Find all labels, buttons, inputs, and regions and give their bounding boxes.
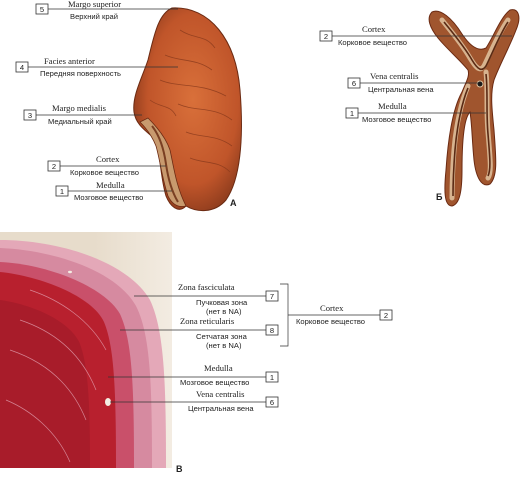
- label-russian: Центральная вена: [188, 404, 254, 413]
- label-latin: Zona reticularis: [180, 316, 235, 326]
- gland-a-surface: [133, 7, 242, 211]
- label-latin: Vena centralis: [196, 389, 245, 399]
- label-russian: Мозговое вещество: [180, 378, 249, 387]
- gland-a-cortex-cut: [139, 117, 187, 207]
- gland-b-central-vein: [476, 80, 484, 88]
- gland-b-medulla: [443, 21, 509, 197]
- panel-v-cortex-bracket: 2 Cortex Корковое вещество: [280, 283, 393, 347]
- panel-v-label-6: Vena centralis 6 Центральная вена: [110, 389, 279, 413]
- label-number: 8: [270, 326, 274, 335]
- label-note: (нет в NA): [206, 307, 242, 316]
- panel-a-label-2: 2 Cortex Корковое вещество: [47, 154, 166, 177]
- label-number: 6: [270, 398, 274, 407]
- label-latin: Facies anterior: [44, 56, 95, 66]
- panel-letter-v: В: [176, 464, 183, 474]
- label-note: (нет в NA): [206, 341, 242, 350]
- label-latin: Medulla: [96, 180, 125, 190]
- label-number: 4: [20, 63, 24, 72]
- panel-a-label-5: 5 Margo superior Верхний край: [35, 0, 178, 21]
- gland-b-cortex: [428, 9, 520, 207]
- label-russian: Корковое вещество: [70, 168, 139, 177]
- gland-a-wrinkles: [149, 29, 233, 173]
- panel-a-label-4: 4 Facies anterior Передняя поверхность: [15, 56, 178, 78]
- panel-v-label-1: Medulla 1 Мозговое вещество: [108, 363, 279, 387]
- label-number: 1: [350, 109, 354, 118]
- label-latin: Medulla: [204, 363, 233, 373]
- label-latin: Vena centralis: [370, 71, 419, 81]
- label-latin: Cortex: [362, 24, 386, 34]
- label-number: 6: [352, 79, 356, 88]
- label-russian: Корковое вещество: [296, 317, 365, 326]
- panel-b-label-1: 1 Medulla Мозговое вещество: [345, 101, 486, 124]
- label-latin: Margo medialis: [52, 103, 107, 113]
- label-russian: Мозговое вещество: [362, 115, 431, 124]
- label-number: 1: [60, 187, 64, 196]
- label-number: 1: [270, 373, 274, 382]
- label-russian: Пучковая зона: [196, 298, 248, 307]
- panel-a-label-3: 3 Margo medialis Медиальный край: [23, 103, 142, 126]
- section-streaks: [5, 289, 107, 463]
- label-russian: Сетчатая зона: [196, 332, 248, 341]
- label-latin: Medulla: [378, 101, 407, 111]
- panel-a-label-1: 1 Medulla Мозговое вещество: [55, 180, 172, 202]
- label-latin: Zona fasciculata: [178, 282, 235, 292]
- section-small-vessel: [68, 270, 72, 274]
- label-number: 7: [270, 292, 274, 301]
- label-latin: Cortex: [320, 303, 344, 313]
- label-number: 2: [324, 32, 328, 41]
- label-russian: Верхний край: [70, 12, 118, 21]
- label-number: 5: [40, 5, 44, 14]
- label-number: 2: [52, 162, 56, 171]
- panel-a-illustration: [133, 7, 242, 211]
- panel-b-illustration: [428, 9, 520, 207]
- gland-a-medulla-cut: [151, 125, 179, 203]
- label-russian: Мозговое вещество: [74, 193, 143, 202]
- label-latin: Cortex: [96, 154, 120, 164]
- panel-v-illustration: [0, 232, 172, 468]
- label-russian: Центральная вена: [368, 85, 434, 94]
- panel-v-label-7: Zona fasciculata 7 Пучковая зона (нет в …: [134, 282, 279, 316]
- label-russian: Корковое вещество: [338, 38, 407, 47]
- panel-b-label-2: 2 Cortex Корковое вещество: [319, 24, 512, 47]
- section-medulla-inner: [0, 300, 90, 468]
- panel-letter-b: Б: [436, 192, 443, 202]
- label-number: 3: [28, 111, 32, 120]
- label-latin: Margo superior: [68, 0, 121, 9]
- section-central-vein: [105, 398, 111, 406]
- panel-v-label-8: Zona reticularis 8 Сетчатая зона (нет в …: [120, 316, 279, 350]
- label-number: 2: [384, 311, 388, 320]
- label-russian: Медиальный край: [48, 117, 112, 126]
- panel-b-label-6: 6 Vena centralis Центральная вена: [347, 71, 478, 94]
- panel-letter-a: А: [230, 198, 237, 208]
- label-russian: Передняя поверхность: [40, 69, 121, 78]
